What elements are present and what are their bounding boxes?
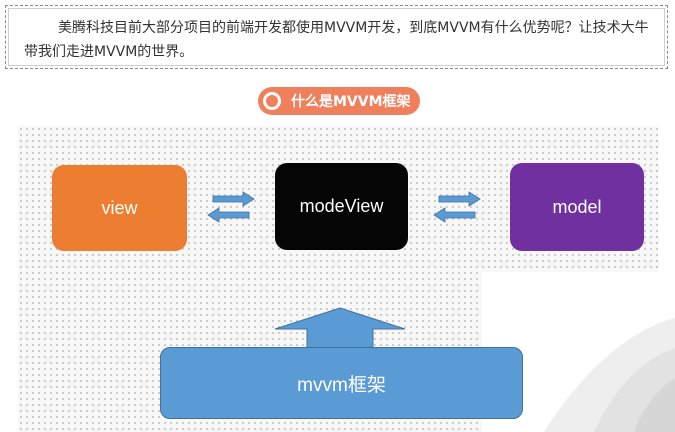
section-title-badge: 什么是MVVM框架 (258, 87, 420, 115)
view-box: view (52, 165, 187, 251)
decorative-swoosh (544, 318, 675, 432)
bidirectional-arrow-icon (433, 191, 481, 223)
modelview-box: modeView (275, 163, 408, 250)
intro-text: 美腾科技目前大部分项目的前端开发都使用MVVM开发，到底MVVM有什么优势呢？让… (24, 20, 649, 60)
bidirectional-arrow-icon (207, 191, 255, 223)
circle-icon (263, 92, 281, 110)
intro-box: 美腾科技目前大部分项目的前端开发都使用MVVM开发，到底MVVM有什么优势呢？让… (5, 5, 668, 69)
up-arrow-icon (274, 307, 406, 349)
section-title: 什么是MVVM框架 (291, 94, 411, 110)
mvvm-framework-box: mvvm框架 (160, 347, 523, 419)
model-box: model (510, 163, 644, 251)
